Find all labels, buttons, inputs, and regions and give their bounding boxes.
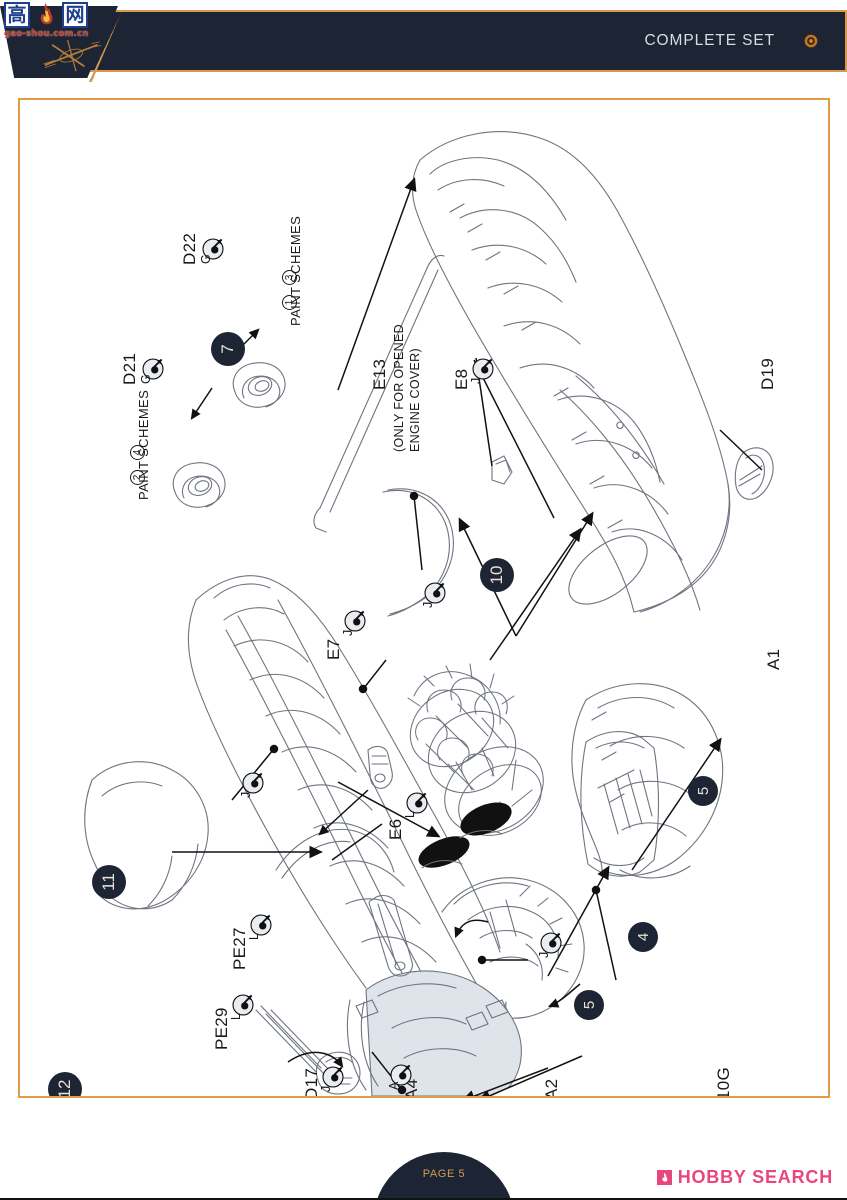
flame-icon <box>33 2 59 28</box>
flame-icon <box>656 1170 672 1185</box>
glue-letter-d17: J <box>319 1085 333 1092</box>
glue-letter-e8: J <box>469 377 483 384</box>
part-note-e13-line1: (ONLY FOR OPENED <box>392 324 406 452</box>
glue-letter-pe29: L <box>229 1013 243 1020</box>
glue-marker-loose-1: J <box>421 580 448 608</box>
part-label-e13: E13 <box>370 358 389 390</box>
glue-marker-e8: J <box>469 356 496 384</box>
logo-char-left: 高 <box>4 2 30 28</box>
gear-icon <box>804 34 818 48</box>
glue-letter-a4: A <box>387 1081 401 1090</box>
glue-letter-d22: G <box>199 254 213 264</box>
glue-marker-e6: L <box>403 790 430 818</box>
part-label-10g: 10G <box>714 1066 733 1096</box>
step-badge-11[interactable]: 11 <box>92 865 126 899</box>
paint-scheme-option-4: 4 <box>130 445 145 460</box>
step-badge-10[interactable]: 10 <box>480 558 514 592</box>
glue-letter-loose-1: J <box>421 601 435 608</box>
glue-letter-pe27: L <box>247 933 261 940</box>
part-label-d22: D22 <box>180 232 199 265</box>
hobby-search-logo[interactable]: HOBBY SEARCH <box>656 1167 833 1188</box>
glue-marker-e7: J <box>341 608 368 636</box>
glue-marker-d21: G <box>139 356 166 384</box>
glue-marker-loose-3: J <box>537 930 564 958</box>
header-bar: COMPLETE SET <box>58 10 847 72</box>
paint-scheme-option-2: 2 <box>130 470 145 485</box>
part-label-e6: E6 <box>386 818 405 840</box>
page-title: COMPLETE SET <box>644 32 775 49</box>
step-badge-7[interactable]: 7 <box>211 332 245 366</box>
exploded-view-canvas: PAINT SCHEMES 1 3 PAINT SCHEMES 2 4 D22 … <box>20 100 828 1096</box>
glue-letter-d21: G <box>139 374 153 384</box>
step-badge-5-upper[interactable]: 5 <box>688 776 718 806</box>
logo-url: gao-shou.com.cn <box>4 29 89 39</box>
glue-letter-e6: L <box>403 811 417 818</box>
glue-marker-pe27: L <box>247 912 274 940</box>
glue-marker-loose-2: J <box>239 770 266 798</box>
part-note-e13-line2: ENGINE COVER) <box>408 348 422 452</box>
step-badge-5-lower[interactable]: 5 <box>574 990 604 1020</box>
glue-letter-loose-3: J <box>537 951 551 958</box>
glue-marker-d22: G <box>199 236 226 264</box>
model-kit-exploded-illustration <box>84 131 774 1096</box>
footer-divider <box>0 1198 847 1200</box>
part-label-e7: E7 <box>324 638 343 660</box>
hobby-search-text: HOBBY SEARCH <box>677 1167 833 1187</box>
glue-marker-pe29: L <box>229 992 256 1020</box>
step-badge-4[interactable]: 4 <box>628 922 658 952</box>
glue-letter-e7: J <box>341 629 355 636</box>
page-number: PAGE 5 <box>422 1168 466 1180</box>
diagram-panel: PAINT SCHEMES 1 3 PAINT SCHEMES 2 4 D22 … <box>18 98 830 1098</box>
glue-marker-d17: J <box>319 1064 346 1092</box>
part-label-a2: A2 <box>542 1078 561 1096</box>
glue-letter-loose-2: J <box>239 791 253 798</box>
glue-marker-a4: A <box>387 1062 414 1090</box>
part-label-d21: D21 <box>120 352 139 385</box>
part-label-a1: A1 <box>764 648 783 670</box>
part-label-d19: D19 <box>758 357 777 390</box>
logo-char-right: 网 <box>62 2 88 28</box>
paint-scheme-option-3: 3 <box>282 270 297 285</box>
airplane-icon <box>43 39 102 72</box>
publisher-logo: 高 网 gao-shou.com.cn <box>4 2 100 46</box>
paint-scheme-option-1: 1 <box>282 295 297 310</box>
